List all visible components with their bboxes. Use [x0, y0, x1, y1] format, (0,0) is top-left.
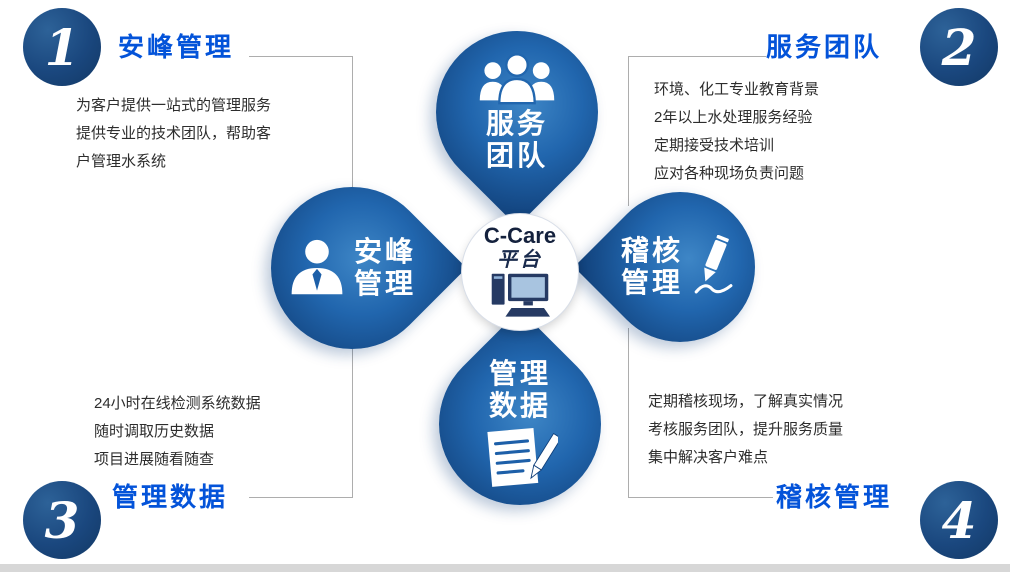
text-line: 提供专业的技术团队，帮助客	[76, 125, 272, 142]
petal-service-team: 服务 团队	[402, 0, 632, 227]
text-line: 考核服务团队，提升服务质量	[648, 421, 844, 438]
connector-line	[249, 56, 352, 57]
number-badge-2: 2	[920, 8, 998, 86]
text-line: 2年以上水处理服务经验	[654, 109, 813, 126]
connector-line	[628, 497, 773, 498]
text-line: 定期稽核现场，了解真实情况	[648, 393, 844, 410]
text-line: 定期接受技术培训	[654, 137, 775, 154]
petal-label-anfeng: 安峰 管理	[353, 235, 416, 299]
audit-description: 定期稽核现场，了解真实情况 考核服务团队，提升服务质量 集中解决客户难点	[648, 388, 843, 472]
computer-icon	[491, 273, 550, 317]
connector-line	[628, 56, 629, 206]
connector-line	[352, 340, 353, 498]
connector-line	[352, 56, 353, 189]
number-badge-1: 1	[23, 8, 101, 86]
document-pen-icon	[487, 428, 558, 488]
service-description: 环境、化工专业教育背景 2年以上水处理服务经验 定期接受技术培训 应对各种现场负…	[654, 76, 819, 188]
text-line: 24小时在线检测系统数据	[94, 395, 261, 412]
team-icon	[479, 52, 555, 105]
section-title-service: 服务团队	[766, 32, 883, 62]
text-line: 户管理水系统	[76, 153, 167, 170]
petal-management-data: 管理 数据	[405, 309, 635, 539]
text-line: 项目进展随看随查	[94, 451, 215, 468]
platform-brand: C-Care	[483, 223, 557, 249]
center-platform-hub: C-Care 平台	[462, 214, 578, 330]
pen-icon	[694, 235, 733, 294]
petal-label-service-team: 服务 团队	[485, 107, 548, 171]
text-line: 集中解决客户难点	[648, 449, 769, 466]
text-line: 为客户提供一站式的管理服务	[76, 97, 272, 114]
bottom-strip	[0, 564, 1010, 572]
text-line: 随时调取历史数据	[94, 423, 215, 440]
number-badge-4: 4	[920, 481, 998, 559]
connector-line	[628, 328, 629, 498]
text-line: 环境、化工专业教育背景	[654, 81, 820, 98]
petal-audit-management: 稽核 管理	[573, 160, 787, 374]
section-title-audit: 稽核管理	[776, 482, 893, 512]
person-icon	[291, 239, 343, 295]
petal-anfeng-management: 安峰 管理	[237, 153, 467, 383]
petal-label-data: 管理 数据	[488, 357, 551, 421]
platform-label: 平台	[497, 248, 543, 271]
anfeng-description: 为客户提供一站式的管理服务 提供专业的技术团队，帮助客 户管理水系统	[76, 92, 271, 176]
connector-line	[628, 56, 766, 57]
connector-line	[249, 497, 352, 498]
text-line: 应对各种现场负责问题	[654, 165, 805, 182]
petal-label-audit: 稽核 管理	[620, 234, 683, 298]
number-badge-3: 3	[23, 481, 101, 559]
section-title-anfeng: 安峰管理	[118, 32, 235, 62]
data-description: 24小时在线检测系统数据 随时调取历史数据 项目进展随看随查	[94, 390, 261, 474]
section-title-data: 管理数据	[112, 482, 229, 512]
